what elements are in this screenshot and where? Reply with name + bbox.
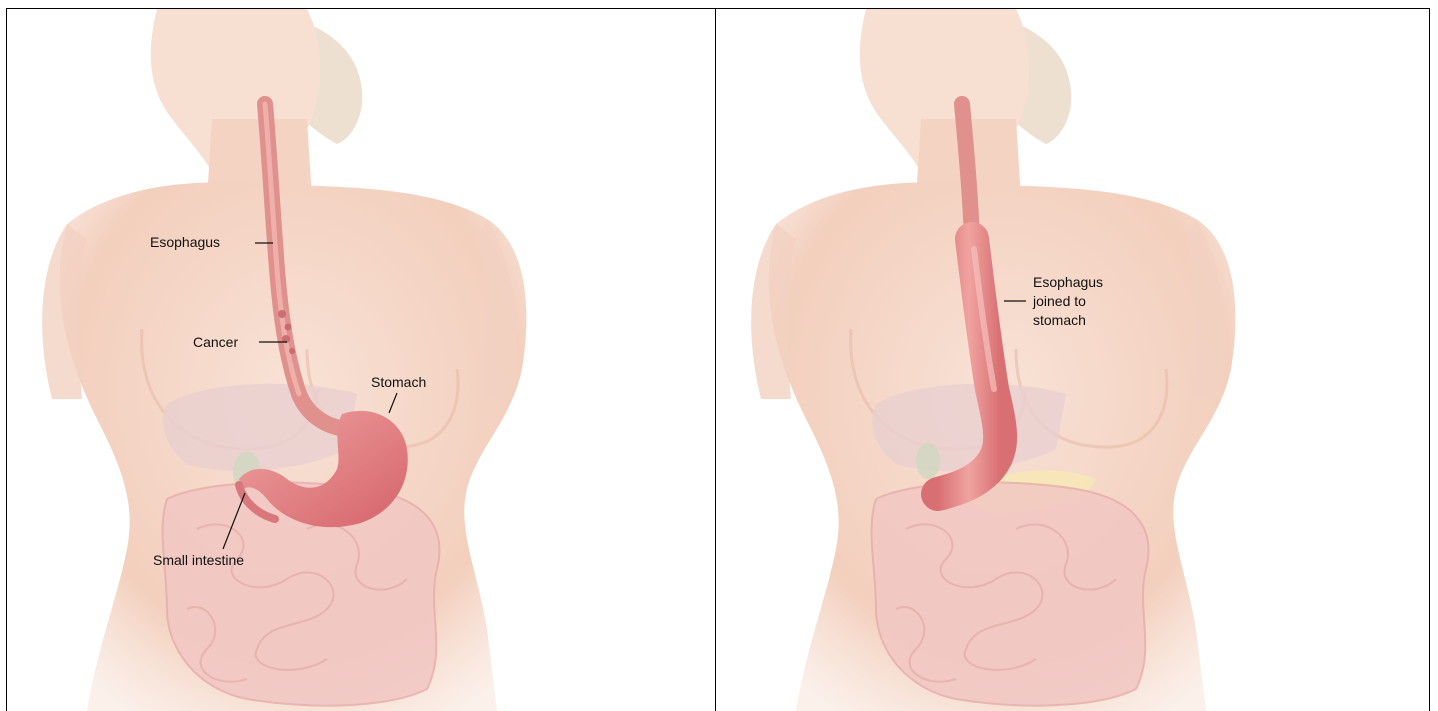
panel-after-surgery: Esophagus joined to stomach xyxy=(716,9,1429,711)
label-esophagus-text: Esophagus xyxy=(150,234,220,250)
label-line-2: joined to xyxy=(1032,293,1086,309)
panel-before-surgery: Esophagus Cancer Stomach Small intestine xyxy=(7,9,715,711)
label-cancer-text: Cancer xyxy=(193,334,238,350)
anatomy-illustration-before: Esophagus Cancer Stomach Small intestine xyxy=(7,9,715,711)
label-small-intestine-text: Small intestine xyxy=(153,552,244,568)
intestines xyxy=(872,482,1149,705)
label-line-3: stomach xyxy=(1033,312,1086,328)
esophagus xyxy=(962,104,972,239)
anatomy-illustration-after: Esophagus joined to stomach xyxy=(716,9,1429,711)
label-line-1: Esophagus xyxy=(1033,274,1103,290)
label-stomach-text: Stomach xyxy=(371,374,426,390)
gallbladder xyxy=(916,443,940,479)
